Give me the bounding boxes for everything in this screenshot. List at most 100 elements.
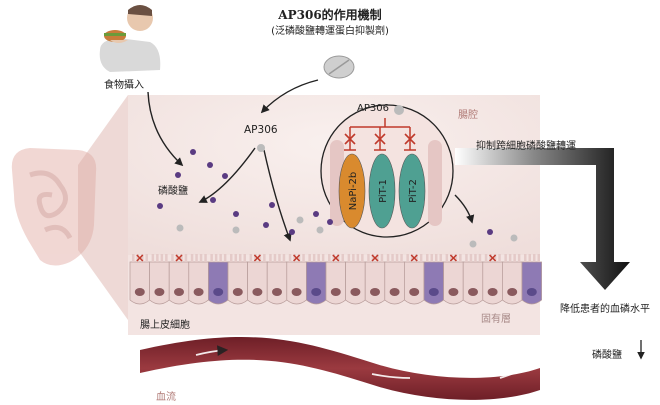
microvillus: [435, 254, 438, 262]
microvillus: [489, 254, 492, 262]
microvillus: [243, 254, 246, 262]
microvillus: [151, 254, 155, 262]
microvillus: [419, 254, 423, 262]
goblet-cell: [521, 261, 542, 305]
blocked-x-icon: [136, 254, 144, 262]
microvillus: [498, 254, 501, 262]
label-ap306-lumen: AP306: [244, 124, 278, 136]
microvillus: [234, 254, 237, 262]
microvillus: [180, 254, 183, 262]
microvillus: [156, 254, 159, 262]
blocked-x-icon: [175, 254, 183, 262]
microvillus: [533, 254, 536, 262]
epithelial-cell: [384, 261, 405, 305]
microvillus: [513, 254, 516, 262]
goblet-cell: [208, 261, 229, 305]
label-epithelium: 腸上皮細胞: [140, 320, 190, 331]
microvillus: [136, 254, 139, 262]
epithelial-cell: [462, 261, 484, 305]
microvillus: [474, 254, 477, 262]
transporter-label-pit1: PiT-1: [378, 179, 389, 203]
microvillus: [219, 254, 222, 262]
epithelial-cell: [364, 261, 386, 305]
cell-nucleus: [409, 288, 420, 296]
microvillus: [391, 254, 394, 262]
arrow-ap306-left: [198, 147, 256, 203]
microvillus: [478, 254, 482, 262]
microvillus: [356, 254, 360, 262]
cell-nucleus: [252, 288, 263, 296]
goblet-cell: [423, 261, 444, 305]
microvillus: [439, 254, 442, 262]
microvillus: [400, 254, 403, 262]
microvillus: [199, 254, 203, 262]
epithelial-cell: [502, 261, 523, 305]
microvillus: [347, 254, 351, 262]
cell-nucleus: [193, 288, 204, 296]
epithelial-cell: [129, 261, 150, 305]
microvillus: [469, 254, 473, 262]
cell-nucleus: [526, 288, 537, 296]
microvillus: [312, 254, 316, 262]
pill-icon: [323, 55, 355, 79]
cell-nucleus: [311, 288, 322, 296]
intestine-icon: [11, 148, 97, 266]
microvillus: [282, 254, 286, 262]
arrow-pill-to-ap306: [260, 79, 319, 114]
microvillus: [308, 254, 311, 262]
microvillus: [204, 254, 207, 262]
blocked-x-icon: [253, 254, 261, 262]
goblet-cell: [306, 261, 327, 305]
label-inhibit-transport: 抑制跨細胞磷酸鹽轉運: [476, 141, 576, 152]
microvillus: [297, 254, 301, 262]
cell-nucleus: [468, 288, 478, 296]
microvillus: [352, 254, 355, 262]
cell-nucleus: [370, 288, 380, 296]
blocked-x-icon: [293, 254, 301, 262]
epithelial-cell: [345, 261, 366, 305]
transporter-label-napi: NaPi-2b: [348, 172, 359, 211]
microvillus: [230, 254, 233, 262]
microvillus: [426, 254, 429, 262]
label-phosphate-lumen: 磷酸鹽: [158, 186, 188, 197]
cell-nucleus: [487, 288, 498, 296]
microvillus: [484, 254, 488, 262]
microvillus: [171, 254, 174, 262]
microvillus: [239, 254, 242, 262]
label-phosphate-result: 磷酸鹽: [592, 350, 622, 361]
microvillus: [175, 254, 179, 262]
lumen-particles: [157, 144, 518, 248]
person-eating-icon: [99, 5, 161, 72]
arrow-food-to-lumen: [147, 91, 184, 167]
microvillus: [371, 254, 375, 262]
blocked-x-icon: [489, 254, 497, 262]
microvillus: [254, 254, 257, 262]
cell-nucleus: [134, 288, 145, 296]
microvillus: [341, 254, 344, 262]
cell-nucleus: [272, 288, 282, 296]
epithelial-cell: [188, 261, 209, 305]
blood-vessel: [140, 337, 540, 400]
epithelial-cell: [286, 261, 307, 305]
microvillus: [302, 254, 305, 262]
microvillus: [465, 254, 468, 262]
microvillus: [517, 254, 521, 262]
microvillus: [528, 254, 531, 262]
microvillus: [141, 254, 144, 262]
microvillus: [328, 254, 331, 262]
arrow-inset: [454, 194, 475, 224]
microvillus: [249, 254, 253, 262]
microvillus: [288, 254, 292, 262]
microvillus: [380, 254, 384, 262]
label-lower-blood-phosphate: 降低患者的血磷水平: [560, 304, 650, 315]
microvillus: [415, 254, 418, 262]
epithelium-layer: [129, 254, 542, 305]
microvillus: [386, 254, 390, 262]
transporter-label-pit2: PiT-2: [408, 179, 419, 203]
label-food-intake: 食物攝入: [104, 80, 144, 91]
blocked-x-icon: [344, 133, 416, 145]
microvillus: [337, 254, 340, 262]
epithelial-cell: [227, 261, 248, 305]
microvillus: [160, 254, 164, 262]
label-lamina: 固有層: [481, 314, 511, 325]
